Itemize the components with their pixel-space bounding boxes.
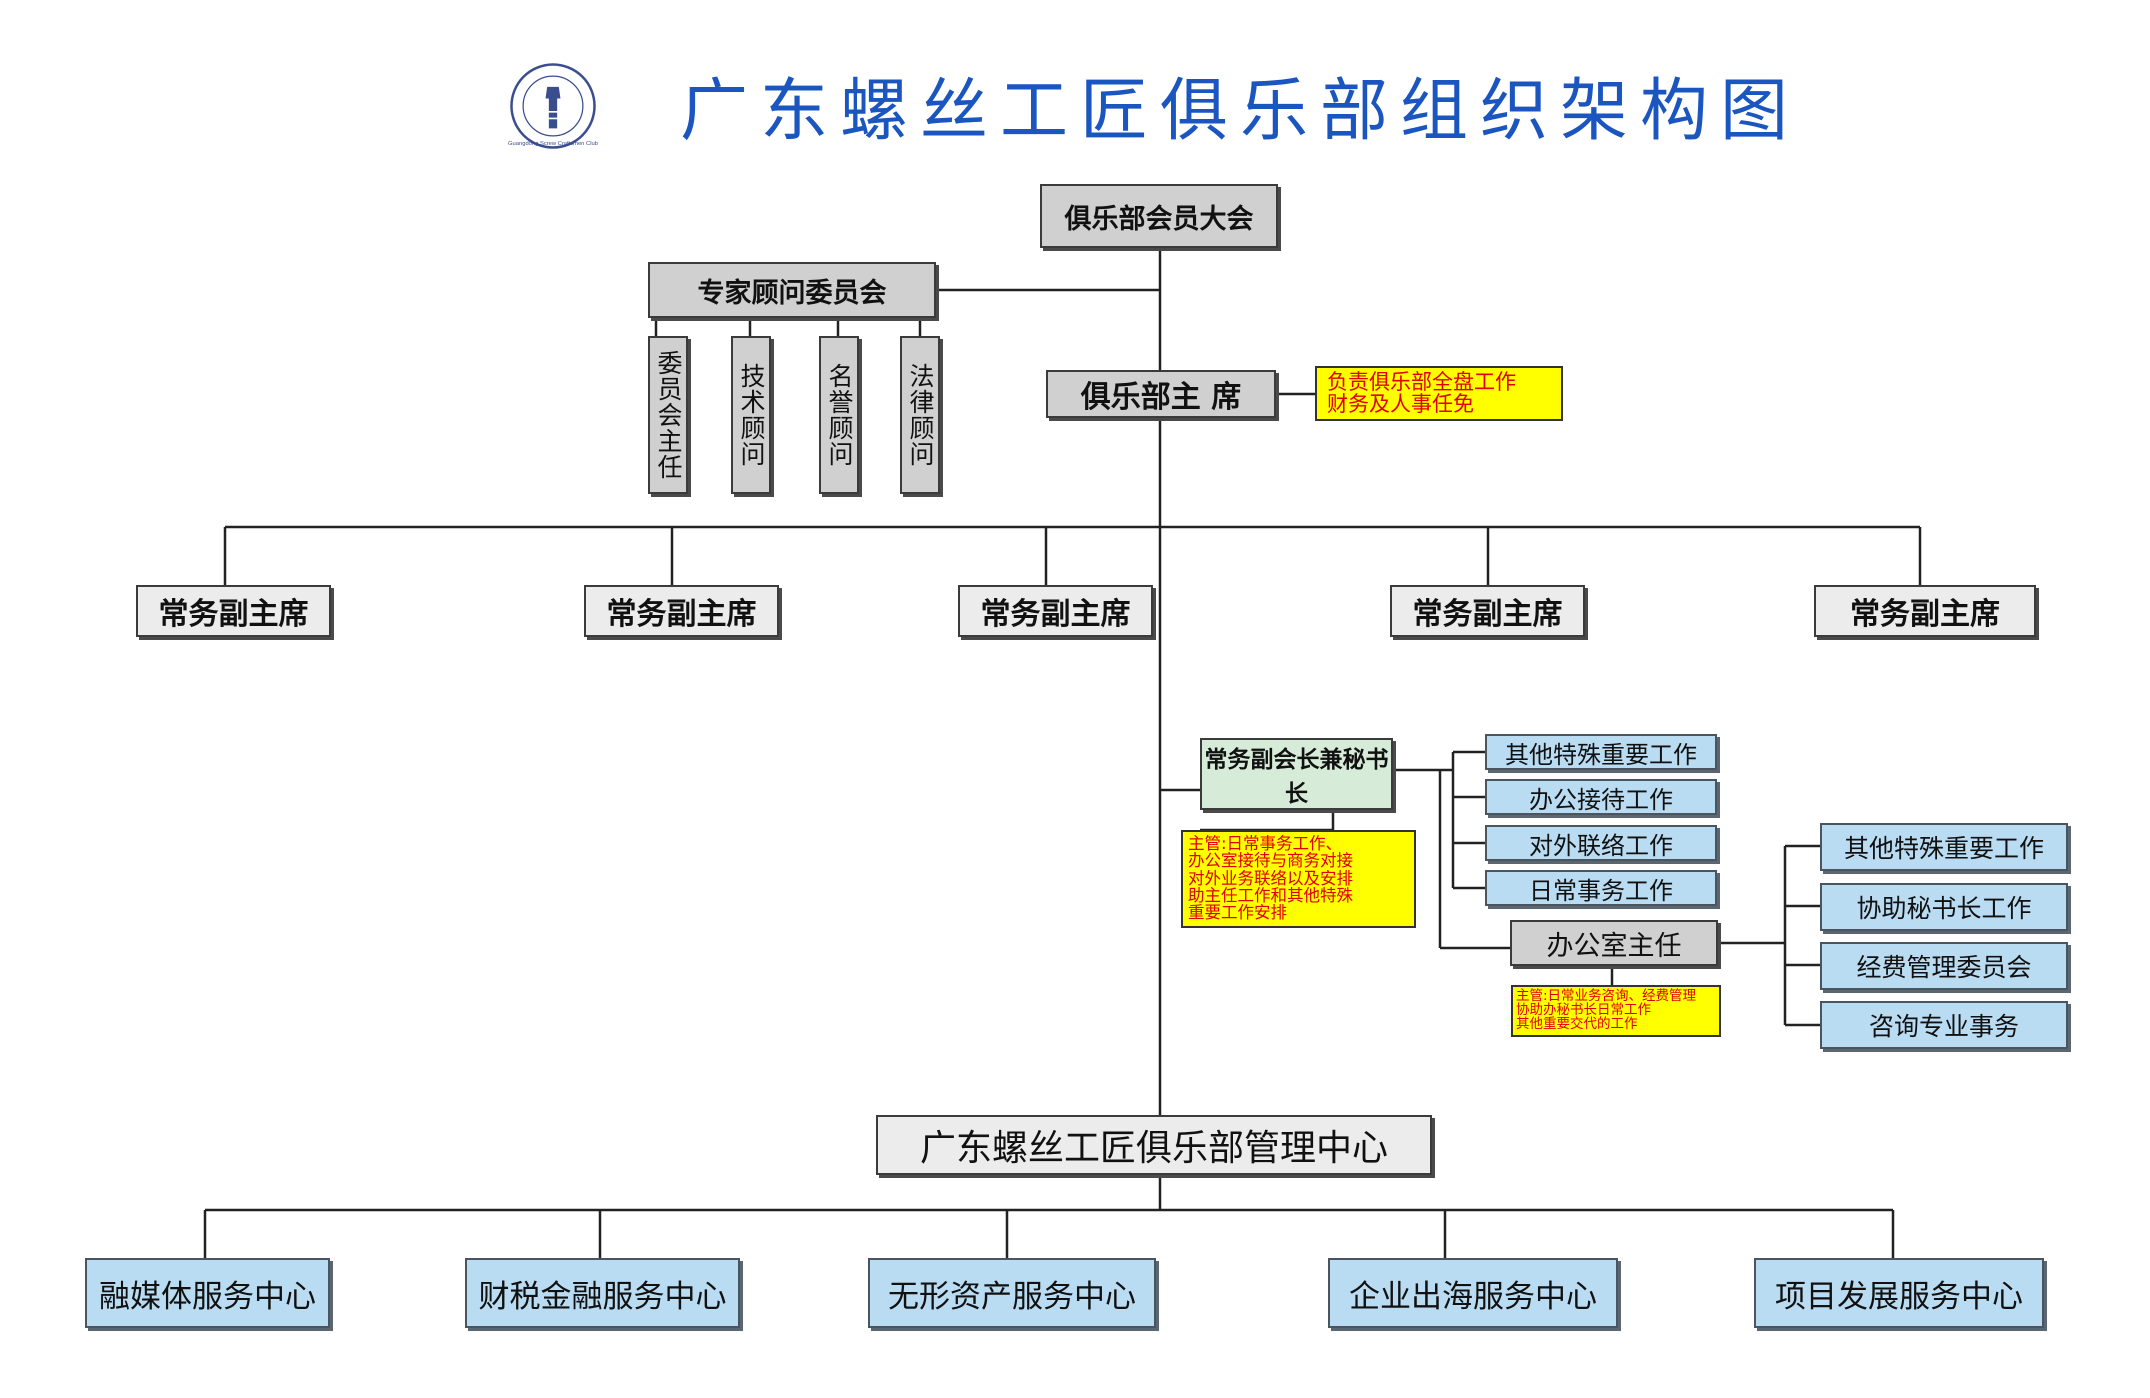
note-line: 主管:日常业务咨询、经费管理 xyxy=(1516,988,1697,1004)
sg-duty-box: 办公接待工作 xyxy=(1485,779,1717,815)
service-center-box: 融媒体服务中心 xyxy=(85,1258,330,1328)
note-line: 对外业务联络以及安排 xyxy=(1188,868,1353,888)
expert-member-box: 委员会主任 xyxy=(648,336,688,494)
sg-duty-box: 对外联络工作 xyxy=(1485,825,1717,861)
note-line: 财务及人事任免 xyxy=(1327,392,1474,417)
note-line: 负责俱乐部全盘工作 xyxy=(1327,370,1516,394)
note-line: 其他重要交代的工作 xyxy=(1516,1016,1638,1033)
chairman-note: 负责俱乐部全盘工作 财务及人事任免 xyxy=(1315,366,1563,421)
office-duty-label: 协助秘书长工作 xyxy=(1856,894,2032,923)
sg-duty-box: 日常事务工作 xyxy=(1485,870,1717,906)
service-center-box: 财税金融服务中心 xyxy=(465,1258,740,1328)
page-title: 广东螺丝工匠俱乐部组织架构图 xyxy=(680,72,1801,151)
vice-chair-box: 常务副主席 xyxy=(1390,585,1585,637)
office-duty-box: 咨询专业事务 xyxy=(1820,1001,2068,1049)
office-duty-box: 经费管理委员会 xyxy=(1820,942,2068,990)
office-duty-label: 其他特殊重要工作 xyxy=(1843,834,2044,863)
vice-chair-box: 常务副主席 xyxy=(958,585,1153,637)
secretary-general-note: 主管:日常事务工作、 办公室接待与商务对接 对外业务联络以及安排 助主任工作和其… xyxy=(1181,830,1416,928)
vice-chair-box: 常务副主席 xyxy=(584,585,779,637)
vice-chair-box: 常务副主席 xyxy=(136,585,331,637)
office-duty-box: 协助秘书长工作 xyxy=(1820,883,2068,931)
member-assembly-box: 俱乐部会员大会 xyxy=(1040,184,1278,248)
secretary-general-box: 常务副会长兼秘书长 xyxy=(1200,738,1393,810)
svg-text:Guangdong Screw Craftsmen Club: Guangdong Screw Craftsmen Club xyxy=(508,141,598,147)
note-line: 办公室接待与商务对接 xyxy=(1188,851,1353,871)
chairman-box: 俱乐部主 席 xyxy=(1046,370,1276,418)
expert-member-box: 名誉顾问 xyxy=(819,336,859,494)
note-line: 助主任工作和其他特殊 xyxy=(1188,885,1353,905)
office-director-box: 办公室主任 xyxy=(1510,920,1718,966)
note-line: 协助办秘书长日常工作 xyxy=(1516,1002,1651,1019)
management-center-box: 广东螺丝工匠俱乐部管理中心 xyxy=(876,1115,1432,1175)
office-duty-label: 经费管理委员会 xyxy=(1856,953,2032,982)
expert-member-box: 技术顾问 xyxy=(731,336,771,494)
service-center-box: 企业出海服务中心 xyxy=(1328,1258,1618,1328)
office-duty-label: 咨询专业事务 xyxy=(1868,1012,2019,1041)
office-duty-box: 其他特殊重要工作 xyxy=(1820,823,2068,871)
expert-committee-box: 专家顾问委员会 xyxy=(648,262,936,318)
expert-member-box: 法律顾问 xyxy=(900,336,940,494)
club-logo: Guangdong Screw Craftsmen Club xyxy=(508,63,598,149)
note-line: 主管:日常事务工作、 xyxy=(1188,834,1343,853)
note-line: 重要工作安排 xyxy=(1188,903,1287,923)
service-center-box: 项目发展服务中心 xyxy=(1754,1258,2044,1328)
office-director-note: 主管:日常业务咨询、经费管理 协助办秘书长日常工作 其他重要交代的工作 xyxy=(1511,985,1721,1037)
vice-chair-box: 常务副主席 xyxy=(1814,585,2036,637)
sg-duty-box: 其他特殊重要工作 xyxy=(1485,734,1717,770)
service-center-box: 无形资产服务中心 xyxy=(868,1258,1156,1328)
